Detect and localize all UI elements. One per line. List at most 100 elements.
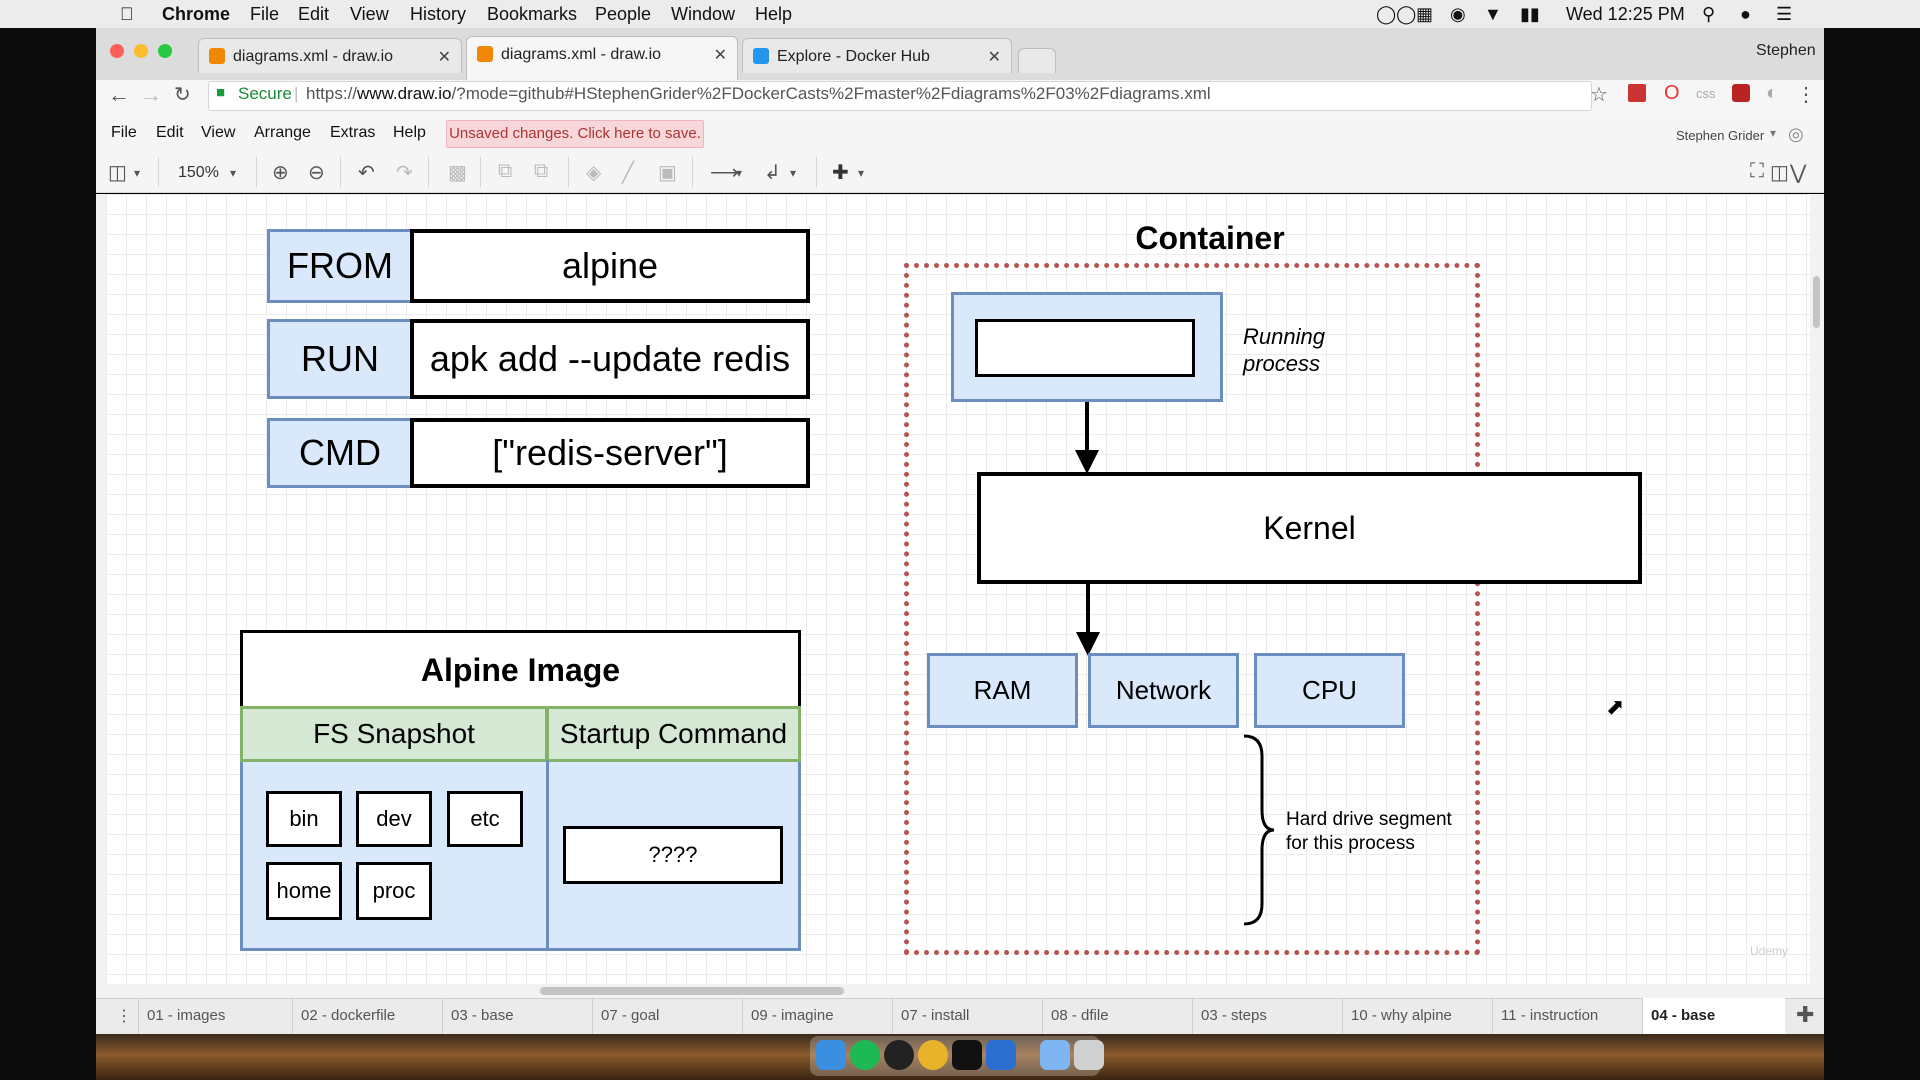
menu-bookmarks[interactable]: Bookmarks bbox=[487, 4, 578, 24]
collapse-icon[interactable]: ⋁ bbox=[1790, 162, 1807, 184]
add-page-icon[interactable]: ✚ bbox=[1796, 1002, 1815, 1027]
container-border[interactable] bbox=[904, 263, 1480, 955]
fullscreen-icon[interactable]: ⛶ bbox=[1750, 160, 1764, 182]
folder-bin[interactable]: bin bbox=[266, 791, 342, 847]
close-icon[interactable]: ✕ bbox=[437, 49, 451, 66]
page-tab[interactable]: 03 - steps bbox=[1192, 998, 1343, 1034]
extension-icon[interactable] bbox=[1628, 84, 1646, 102]
back-icon[interactable]: ← bbox=[108, 82, 130, 107]
from-value[interactable]: alpine bbox=[410, 229, 810, 303]
pages-menu-icon[interactable]: ⋮ bbox=[116, 1008, 132, 1025]
apple-icon[interactable]:  bbox=[120, 4, 134, 25]
obs-icon[interactable]: ◉ bbox=[1450, 4, 1466, 24]
trash-icon[interactable]: ▩ bbox=[448, 162, 467, 184]
menu-file[interactable]: File bbox=[250, 4, 280, 24]
browser-tab-1[interactable]: diagrams.xml - draw.io ✕ bbox=[198, 38, 462, 73]
chevron-down-icon[interactable]: ▾ bbox=[790, 166, 797, 180]
process-inner-box[interactable] bbox=[975, 319, 1195, 377]
battery-icon[interactable]: ▮▮ bbox=[1520, 4, 1540, 24]
page-tab[interactable]: 10 - why alpine bbox=[1342, 998, 1493, 1034]
chrome-icon[interactable] bbox=[918, 1040, 948, 1070]
app-menu[interactable]: Chrome bbox=[162, 4, 231, 24]
startup-command-value[interactable]: ???? bbox=[563, 826, 783, 884]
vertical-scroll-thumb[interactable] bbox=[1813, 276, 1820, 328]
profile-name[interactable]: Stephen bbox=[1756, 42, 1816, 59]
horizontal-scroll-thumb[interactable] bbox=[540, 987, 844, 995]
run-value[interactable]: apk add --update redis bbox=[410, 319, 810, 399]
cmd-value[interactable]: ["redis-server"] bbox=[410, 418, 810, 488]
undo-icon[interactable]: ↶ bbox=[358, 162, 375, 184]
hard-drive-label[interactable]: Hard drive segment for this process bbox=[1286, 808, 1486, 856]
startup-command-header[interactable]: Startup Command bbox=[546, 706, 801, 762]
menu-help[interactable]: Help bbox=[755, 4, 793, 24]
folder-etc[interactable]: etc bbox=[447, 791, 523, 847]
horizontal-scrollbar[interactable] bbox=[96, 984, 1824, 998]
menu-view[interactable]: View bbox=[350, 4, 389, 24]
page-tab-active[interactable]: 04 - base bbox=[1642, 998, 1785, 1034]
network-box[interactable]: Network bbox=[1088, 653, 1239, 728]
to-front-icon[interactable]: ⧉ bbox=[498, 160, 513, 182]
folder-proc[interactable]: proc bbox=[356, 862, 432, 920]
menu-people[interactable]: People bbox=[595, 4, 652, 24]
globe-icon[interactable]: ◎ bbox=[1788, 124, 1804, 144]
star-icon[interactable]: ☆ bbox=[1590, 84, 1608, 106]
ram-box[interactable]: RAM bbox=[927, 653, 1078, 728]
url-text[interactable]: https://www.draw.io/?mode=github#HStephe… bbox=[306, 84, 1211, 104]
panel-toggle-icon[interactable]: ◫ bbox=[1770, 162, 1789, 184]
page-tab[interactable]: 02 - dockerfile bbox=[292, 998, 443, 1034]
minimize-window-button[interactable] bbox=[134, 44, 148, 58]
wifi-icon[interactable]: ▼ bbox=[1484, 4, 1502, 24]
zoom-out-icon[interactable]: ⊖ bbox=[308, 162, 325, 184]
menu-window[interactable]: Window bbox=[671, 4, 736, 24]
arrow-kernel-to-resources[interactable] bbox=[1071, 584, 1111, 658]
cmd-keyword[interactable]: CMD bbox=[267, 418, 413, 488]
unsaved-changes-banner[interactable]: Unsaved changes. Click here to save. bbox=[446, 120, 704, 148]
run-keyword[interactable]: RUN bbox=[267, 319, 413, 399]
drawio-menu-help[interactable]: Help bbox=[393, 124, 426, 141]
trash-icon[interactable] bbox=[1074, 1040, 1104, 1070]
browser-tab-3[interactable]: Explore - Docker Hub ✕ bbox=[742, 38, 1012, 73]
browser-tab-2[interactable]: diagrams.xml - draw.io ✕ bbox=[466, 36, 738, 81]
spotify-icon[interactable] bbox=[850, 1040, 880, 1070]
drawio-menu-file[interactable]: File bbox=[111, 124, 137, 141]
drawio-menu-extras[interactable]: Extras bbox=[330, 124, 376, 141]
docker-icon[interactable]: ▦ bbox=[1416, 4, 1434, 24]
drawio-menu-view[interactable]: View bbox=[201, 124, 236, 141]
kernel-box[interactable]: Kernel bbox=[977, 472, 1642, 584]
redo-icon[interactable]: ↷ bbox=[396, 162, 413, 184]
arrow-process-to-kernel[interactable] bbox=[1070, 402, 1110, 476]
zoom-in-icon[interactable]: ⊕ bbox=[272, 162, 289, 184]
chevron-down-icon[interactable]: ▾ bbox=[858, 166, 865, 180]
forward-icon[interactable]: → bbox=[140, 82, 162, 107]
obs-icon[interactable] bbox=[884, 1040, 914, 1070]
drawio-menu-edit[interactable]: Edit bbox=[156, 124, 184, 141]
curly-brace-icon[interactable] bbox=[1240, 732, 1280, 928]
address-bar[interactable] bbox=[208, 81, 1592, 111]
new-tab-button[interactable] bbox=[1018, 48, 1056, 73]
vscode-icon[interactable] bbox=[986, 1040, 1016, 1070]
folder-home[interactable]: home bbox=[266, 862, 342, 920]
opera-extension-icon[interactable]: O bbox=[1664, 82, 1680, 104]
menu-history[interactable]: History bbox=[410, 4, 467, 24]
close-icon[interactable]: ✕ bbox=[987, 49, 1001, 66]
zoom-window-button[interactable] bbox=[158, 44, 172, 58]
clock[interactable]: Wed 12:25 PM bbox=[1566, 4, 1685, 24]
chevron-down-icon[interactable]: ▾ bbox=[736, 166, 743, 180]
waypoints-icon[interactable]: ↲ bbox=[764, 162, 781, 184]
siri-icon[interactable]: ● bbox=[1740, 4, 1751, 24]
notification-center-icon[interactable]: ☰ bbox=[1776, 4, 1793, 24]
plus-icon[interactable]: ✚ bbox=[832, 162, 849, 184]
chevron-down-icon[interactable]: ▾ bbox=[1770, 126, 1777, 140]
search-icon[interactable]: ⚲ bbox=[1702, 4, 1716, 24]
page-tab[interactable]: 07 - install bbox=[892, 998, 1043, 1034]
glasses-icon[interactable]: ◯◯ bbox=[1376, 4, 1417, 24]
connection-arrow-icon[interactable]: ⟶ bbox=[710, 162, 739, 184]
close-window-button[interactable] bbox=[110, 44, 124, 58]
grey-extension-icon[interactable]: ◐ bbox=[1766, 82, 1779, 104]
chevron-down-icon[interactable]: ▾ bbox=[134, 166, 141, 180]
folder-dev[interactable]: dev bbox=[356, 791, 432, 847]
fs-snapshot-header[interactable]: FS Snapshot bbox=[240, 706, 548, 762]
page-tab[interactable]: 11 - instruction bbox=[1492, 998, 1643, 1034]
page-tab[interactable]: 09 - imagine bbox=[742, 998, 893, 1034]
reload-icon[interactable]: ↻ bbox=[174, 84, 191, 106]
